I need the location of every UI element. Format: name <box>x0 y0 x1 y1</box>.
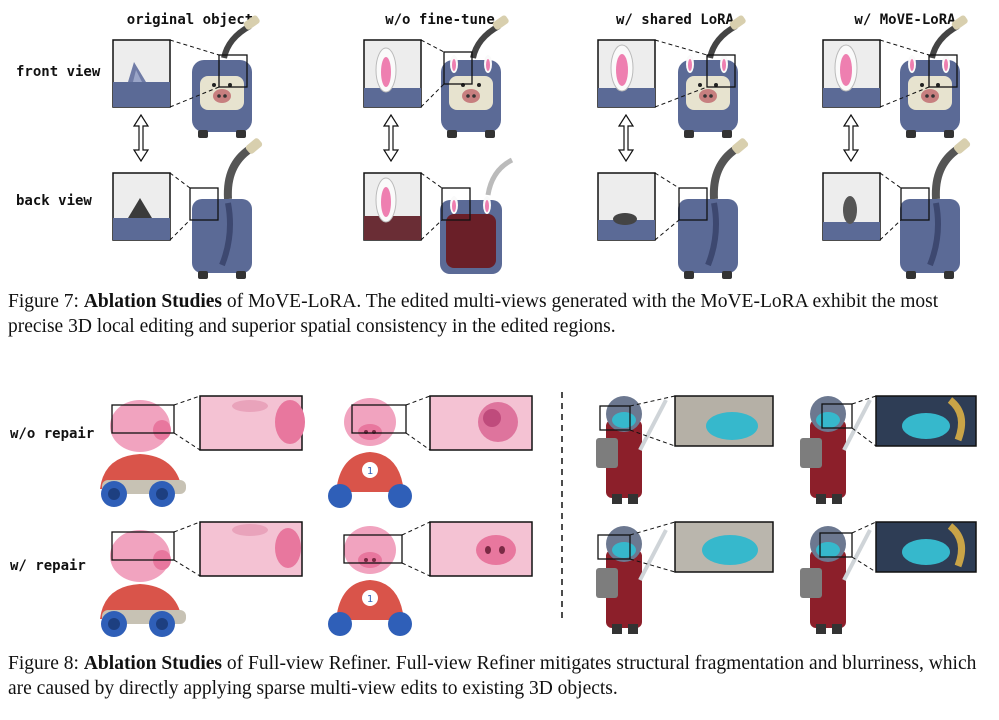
caption-8-prefix: Figure 8: <box>8 653 84 674</box>
col-label-move-lora: w/ MoVE-LoRA <box>854 12 956 28</box>
caption-7-prefix: Figure 7: <box>8 291 84 312</box>
fig7-panels <box>112 0 999 285</box>
figure-7-caption: Figure 7: Ablation Studies of MoVE-LoRA.… <box>8 289 993 339</box>
row-label-back-view: back view <box>16 193 92 209</box>
row-label-front-view: front view <box>16 64 101 80</box>
row-label-wo-repair: w/o repair <box>10 426 95 442</box>
caption-8-rest: of Full-view Refiner. Full-view Refiner … <box>8 653 977 699</box>
row-label-w-repair: w/ repair <box>10 558 86 574</box>
figure-8-caption: Figure 8: Ablation Studies of Full-view … <box>8 651 993 701</box>
col-label-shared-lora: w/ shared LoRA <box>615 12 734 28</box>
caption-8-bold: Ablation Studies <box>83 653 223 674</box>
fig8-panels: 1 <box>100 392 977 637</box>
col-label-wo-fine-tune: w/o fine-tune <box>385 12 495 28</box>
caption-7-bold: Ablation Studies <box>83 291 223 312</box>
col-label-original-object: original object <box>126 12 254 28</box>
caption-7-rest: of MoVE-LoRA. The edited multi-views gen… <box>8 291 939 337</box>
